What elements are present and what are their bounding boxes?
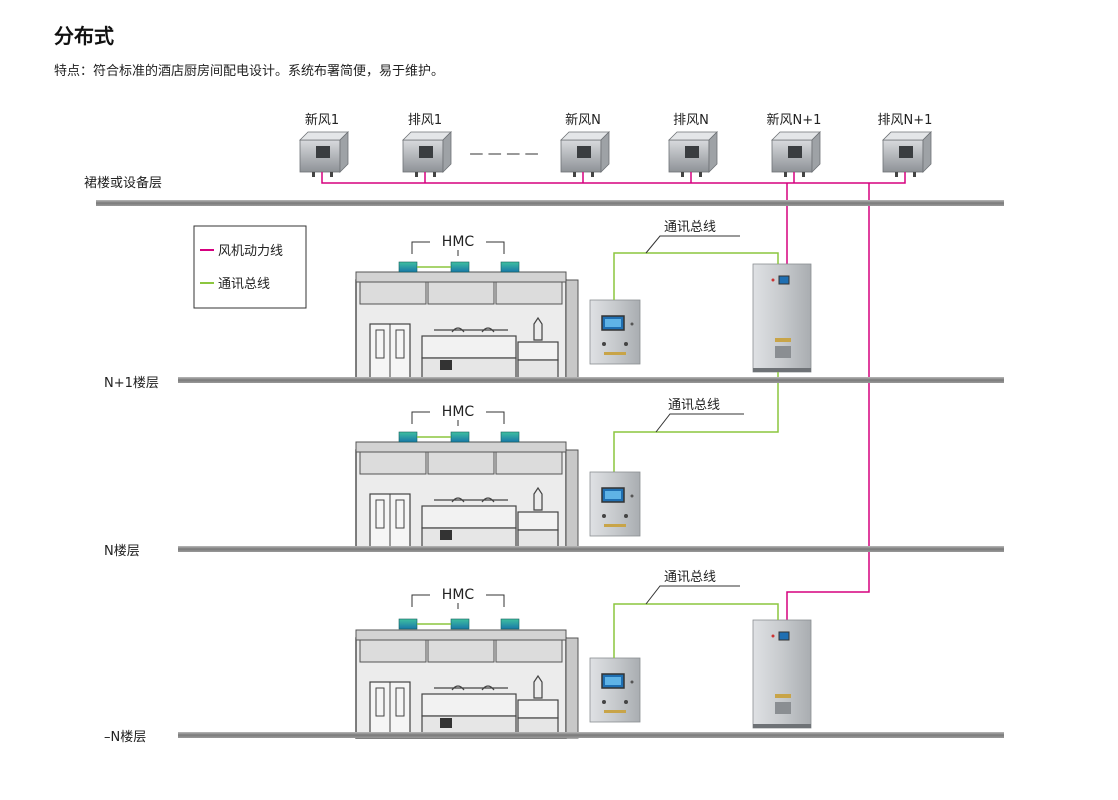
fan-unit-icon bbox=[299, 131, 349, 178]
floor-n: HMC 通讯总线 N楼层 bbox=[104, 398, 1004, 559]
hmc-label: HMC bbox=[442, 404, 475, 420]
legend-power-label: 风机动力线 bbox=[218, 244, 283, 259]
floor-minus-n: HMC 通讯总线 –N楼层 bbox=[104, 570, 1004, 745]
floor-slab bbox=[178, 732, 1004, 738]
fan-unit-icon bbox=[771, 131, 821, 178]
comm-bus-label: 通讯总线 bbox=[664, 220, 716, 235]
fan-label: 新风1 bbox=[305, 112, 339, 128]
hmc-module-icon bbox=[398, 618, 418, 630]
fan-ellipsis: — — — — bbox=[469, 146, 538, 162]
hmc-module-icon bbox=[450, 431, 470, 443]
control-box-icon bbox=[589, 471, 641, 537]
power-line bbox=[321, 172, 906, 625]
floor-label-n: N楼层 bbox=[104, 544, 140, 559]
hmc-module-icon bbox=[500, 431, 520, 443]
legend: 风机动力线 通讯总线 bbox=[193, 225, 307, 309]
control-box-icon bbox=[589, 299, 641, 365]
comm-bus-label: 通讯总线 bbox=[664, 570, 716, 585]
fan-label: 排风N+1 bbox=[878, 113, 933, 128]
power-cabinet-icon bbox=[752, 619, 812, 729]
floor-slab bbox=[178, 377, 1004, 383]
hmc-module-icon bbox=[500, 261, 520, 273]
floor-label-minus-n: –N楼层 bbox=[104, 730, 146, 745]
page-title: 分布式 bbox=[54, 24, 114, 48]
fan-unit-icon bbox=[560, 131, 610, 178]
kitchen-hood-icon bbox=[355, 629, 579, 739]
fan-unit-icon bbox=[402, 131, 452, 178]
hmc-module-icon bbox=[398, 261, 418, 273]
fan-label: 排风1 bbox=[408, 113, 442, 128]
floor-slab bbox=[96, 200, 1004, 206]
kitchen-hood-icon bbox=[355, 271, 579, 381]
control-box-icon bbox=[589, 657, 641, 723]
hmc-module-icon bbox=[450, 618, 470, 630]
power-cabinet-icon bbox=[752, 263, 812, 373]
fan-unit-icon bbox=[668, 131, 718, 178]
floor-label-top: 裙楼或设备层 bbox=[84, 175, 162, 191]
floor-n-plus-1: HMC 通讯总线 N+1楼层 bbox=[104, 220, 1004, 472]
hmc-label: HMC bbox=[442, 587, 475, 603]
floor-slab bbox=[178, 546, 1004, 552]
hmc-label: HMC bbox=[442, 234, 475, 250]
hmc-module-icon bbox=[450, 261, 470, 273]
fan-unit-icon bbox=[882, 131, 932, 178]
hmc-module-icon bbox=[500, 618, 520, 630]
floor-label-n-plus-1: N+1楼层 bbox=[104, 376, 159, 391]
kitchen-hood-icon bbox=[355, 441, 579, 551]
fan-label: 排风N bbox=[673, 113, 709, 128]
comm-bus-label: 通讯总线 bbox=[668, 398, 720, 413]
fan-label: 新风N bbox=[565, 112, 601, 128]
fan-label: 新风N+1 bbox=[767, 112, 822, 128]
hmc-module-icon bbox=[398, 431, 418, 443]
legend-comm-label: 通讯总线 bbox=[218, 277, 270, 292]
page-subtitle: 特点：符合标准的酒店厨房间配电设计。系统布署简便，易于维护。 bbox=[54, 64, 445, 79]
